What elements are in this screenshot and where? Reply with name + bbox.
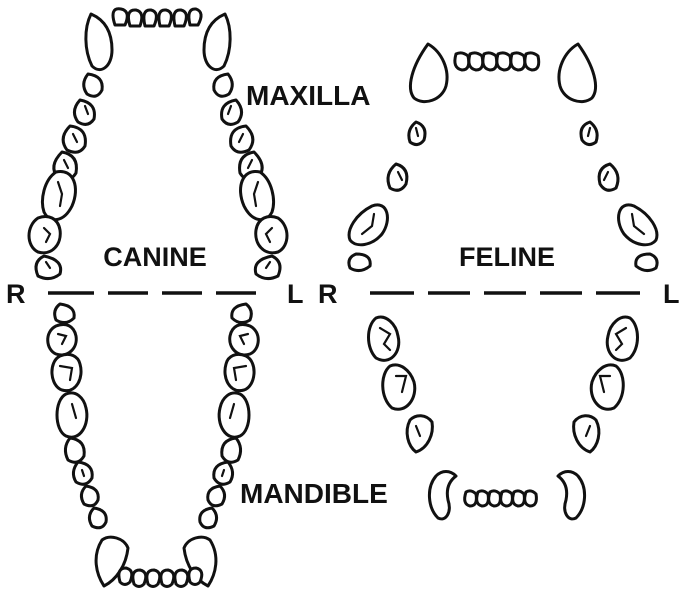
feline-lower-incisors [465, 491, 537, 506]
canine-left-side-label: L [287, 279, 304, 309]
canine-lower-incisors [119, 568, 202, 587]
canine-upper-right-tusk [86, 14, 112, 70]
feline-upper-incisors [455, 53, 539, 70]
canine-right-side-label: R [6, 279, 26, 309]
canine-label: CANINE [103, 242, 207, 272]
feline-lower-left-canine [558, 472, 585, 519]
canine-upper-incisors [113, 9, 201, 26]
feline-upper-left-canine [559, 44, 596, 102]
maxilla-label: MAXILLA [246, 80, 370, 111]
mandible-label: MANDIBLE [240, 478, 388, 509]
feline-upper-right-canine [410, 44, 447, 102]
feline-left-side-label: L [663, 279, 680, 309]
feline-upper-right-arcade [349, 122, 425, 271]
feline-lower-right-canine [429, 472, 456, 519]
feline-lower-left-arcade [574, 317, 638, 452]
feline-label: FELINE [459, 242, 555, 272]
feline-chart: FELINE R L [318, 44, 680, 519]
feline-lower-right-arcade [369, 317, 433, 452]
canine-upper-right-arcade [29, 74, 102, 279]
feline-right-side-label: R [318, 279, 338, 309]
canine-lower-right-arcade [48, 304, 107, 528]
canine-upper-left-tusk [204, 14, 230, 70]
feline-upper-left-arcade [581, 122, 657, 271]
